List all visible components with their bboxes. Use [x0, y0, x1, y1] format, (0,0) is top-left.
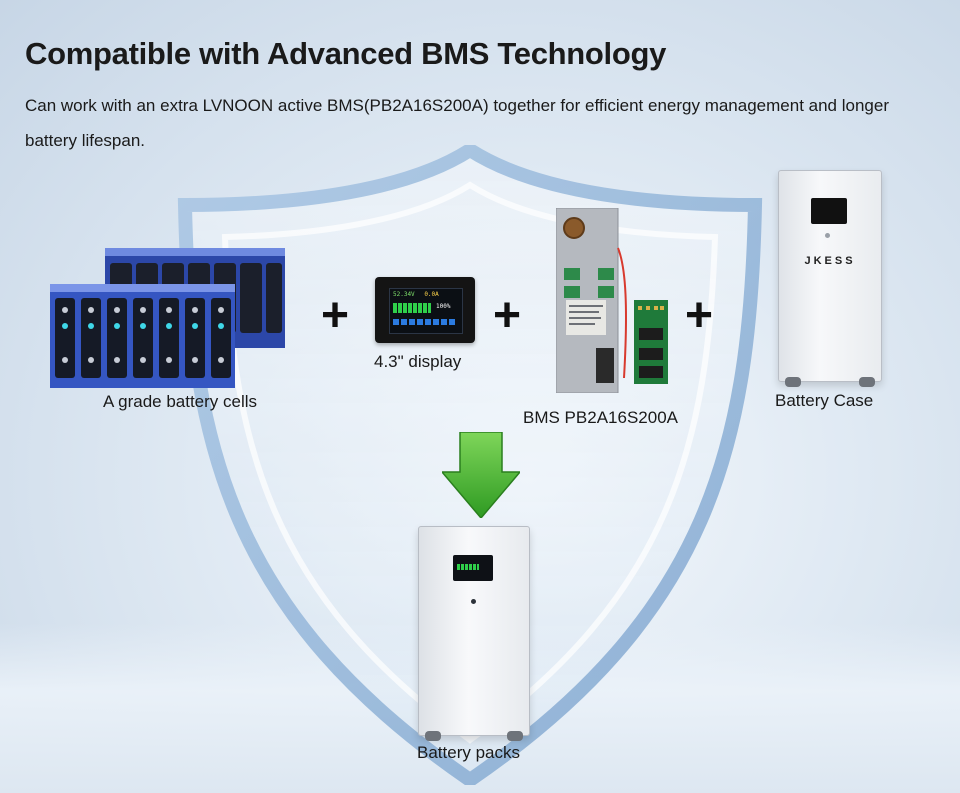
case-screen — [811, 198, 847, 224]
wheel-icon — [859, 377, 875, 387]
wheel-icon — [425, 731, 441, 741]
plus-icon: + — [685, 289, 714, 342]
case-brand: JKESS — [804, 255, 856, 267]
bms-label: BMS PB2A16S200A — [523, 408, 678, 427]
page-subtitle: Can work with an extra LVNOON active BMS… — [25, 96, 889, 150]
battery-pack-image — [418, 526, 530, 741]
battery-case-image: JKESS — [778, 170, 882, 387]
bms-board-image — [556, 208, 668, 393]
wheel-icon — [507, 731, 523, 741]
pack-screen — [453, 555, 493, 581]
display-percent: 100% — [436, 303, 451, 310]
display-screen: 52.34V 0.0A 100% — [389, 288, 463, 334]
display-image: 52.34V 0.0A 100% — [375, 277, 475, 343]
cells-label: A grade battery cells — [103, 392, 258, 411]
display-label: 4.3" display — [374, 352, 462, 371]
power-button-icon — [471, 599, 476, 604]
wheel-icon — [785, 377, 801, 387]
plus-icon: + — [493, 289, 522, 342]
down-arrow-icon — [442, 432, 520, 518]
power-button-icon — [825, 233, 830, 238]
page-title: Compatible with Advanced BMS Technology — [25, 36, 667, 71]
battery-cells-image — [50, 248, 285, 388]
plus-icon: + — [321, 289, 350, 342]
pack-label: Battery packs — [417, 743, 520, 762]
case-label: Battery Case — [775, 391, 874, 410]
display-current: 0.0A — [424, 291, 439, 298]
display-voltage: 52.34V — [393, 291, 415, 298]
